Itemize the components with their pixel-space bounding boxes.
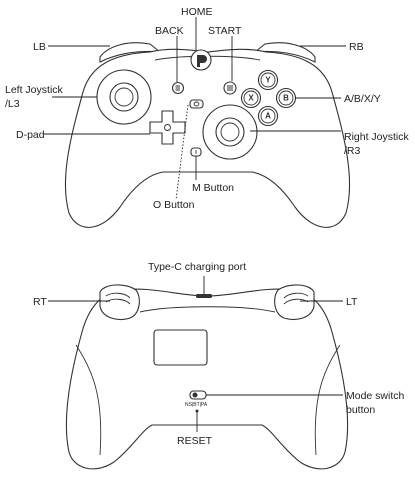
x-button: X [240,87,262,109]
reset-hole [195,409,199,413]
b-button: B [275,87,297,109]
label-right-joystick: Right Joystick [344,131,410,143]
label-back: BACK [155,25,184,37]
start-icon [227,85,233,91]
back-labels: Type-C charging port RT LT Mode switch b… [33,261,405,447]
lt-trigger [274,284,315,321]
front-controller: Y X B A [64,42,351,228]
svg-text:A: A [265,112,271,121]
back-controller-body [65,288,349,470]
mode-switch-text: NS|BT|PA [185,402,208,408]
start-button [223,81,237,95]
a-button: A [257,105,279,127]
label-lb: LB [33,41,46,53]
label-mode-switch: Mode switch [346,390,405,402]
label-abxy: A/B/X/Y [344,93,381,105]
label-m-button: M Button [192,182,234,194]
label-left-joystick-l3: /L3 [5,98,20,110]
face-buttons: Y X B A [240,69,297,127]
back-top-contour [139,306,276,313]
dpad [149,110,186,145]
right-joystick [202,104,258,160]
front-labels: HOME BACK START LB RB Left Joystick /L3 … [5,6,410,211]
label-reset: RESET [177,435,213,447]
rt-trigger [99,284,140,321]
label-typec: Type-C charging port [148,261,246,273]
rear-panel [153,329,208,366]
y-button: Y [257,69,279,91]
home-logo-icon [197,55,207,67]
left-joystick [96,69,152,125]
svg-text:Y: Y [265,76,271,85]
label-rt: RT [33,296,47,308]
label-o-button: O Button [153,199,195,211]
home-button [190,49,212,71]
front-leaders [44,17,346,201]
typec-port [196,294,212,298]
m-button [190,147,202,157]
back-right-grip [314,344,341,456]
back-left-grip [75,344,102,456]
o-button [189,99,204,109]
label-start: START [208,25,242,37]
label-home: HOME [181,6,213,18]
label-mode-switch-button: button [346,404,375,416]
svg-text:X: X [248,94,254,103]
back-leaders [48,276,343,432]
back-icon [175,85,180,91]
label-lt: LT [346,296,358,308]
label-dpad: D-pad [16,129,45,141]
label-rb: RB [349,41,364,53]
back-controller: NS|BT|PA [65,284,349,470]
svg-text:B: B [283,94,289,103]
back-button [171,81,185,95]
label-left-joystick: Left Joystick [5,84,64,96]
label-right-joystick-r3: /R3 [344,145,361,157]
